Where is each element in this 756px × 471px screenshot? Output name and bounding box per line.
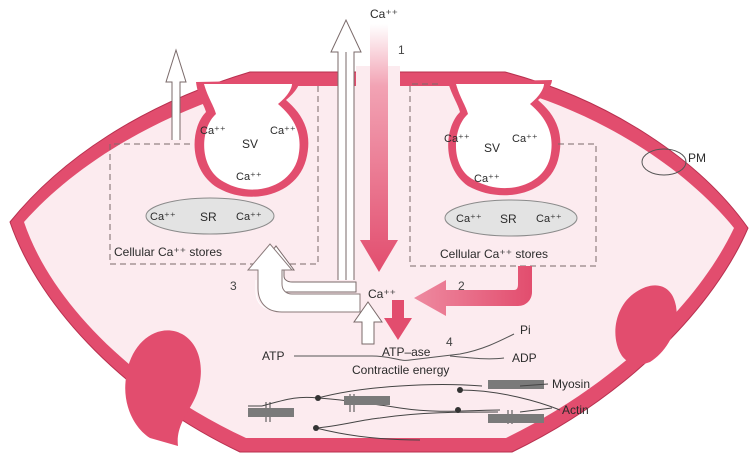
myosin-filament-1 (248, 408, 294, 417)
contractile-energy-label: Contractile energy (352, 363, 449, 377)
right-sv-label: SV (484, 141, 500, 155)
actin-myosin-filaments (248, 380, 561, 441)
actin-label: Actin (562, 403, 589, 417)
store-release-arrow (414, 266, 532, 316)
left-sarcoplasmic-reticulum (145, 197, 275, 235)
left-sv-ca-1: Ca⁺⁺ (200, 125, 226, 137)
calcium-entry-label: Ca⁺⁺ (370, 7, 398, 21)
reuptake-arrow-body (246, 243, 361, 313)
step-2-label: 2 (458, 279, 465, 293)
right-sv-ca-3: Ca⁺⁺ (474, 173, 500, 185)
left-sv-ca-2: Ca⁺⁺ (270, 125, 296, 137)
right-sr-ca-2: Ca⁺⁺ (536, 213, 562, 225)
myosin-filament-2 (344, 396, 390, 405)
left-stores-label: Cellular Ca⁺⁺ stores (114, 245, 222, 259)
central-calcium-label: Ca⁺⁺ (368, 287, 396, 301)
dense-point-1 (315, 395, 321, 401)
left-sv-ca-3: Ca⁺⁺ (236, 171, 262, 183)
left-dense-body (125, 330, 201, 446)
right-sr-ca-1: Ca⁺⁺ (456, 213, 482, 225)
efflux-arrow-center (330, 18, 362, 280)
right-sv-ca-1: Ca⁺⁺ (444, 133, 470, 145)
left-surface-vesicle (194, 80, 309, 197)
right-stores-box (409, 83, 597, 267)
right-sv-ca-2: Ca⁺⁺ (512, 133, 538, 145)
contraction-white-arrow (353, 301, 383, 345)
right-surface-vesicle (448, 80, 561, 196)
calcium-influx-arrow (360, 24, 398, 272)
left-stores-box (109, 86, 319, 265)
right-stores-label: Cellular Ca⁺⁺ stores (440, 247, 548, 261)
step-4-label: 4 (446, 335, 453, 349)
right-sr-label: SR (500, 212, 517, 226)
efflux-arrow-left (165, 48, 187, 140)
contraction-red-arrow (384, 300, 412, 340)
myosin-filament-4 (488, 414, 544, 423)
myosin-filament-3 (488, 380, 544, 389)
atpase-label: ATP–ase (382, 345, 431, 359)
adp-label: ADP (512, 351, 537, 365)
step-1-label: 1 (398, 43, 405, 57)
dense-point-3 (457, 387, 463, 393)
right-dense-body (615, 285, 677, 365)
left-sr-label: SR (200, 210, 217, 224)
dense-point-2 (313, 425, 319, 431)
step-3-label: 3 (230, 279, 237, 293)
atp-reaction (294, 333, 515, 361)
right-sarcoplasmic-reticulum (444, 199, 578, 237)
dense-point-4 (455, 407, 461, 413)
pm-marker-circle (641, 148, 687, 176)
left-sr-ca-1: Ca⁺⁺ (150, 211, 176, 223)
left-sr-ca-2: Ca⁺⁺ (236, 211, 262, 223)
pm-label: PM (688, 151, 706, 165)
left-sv-label: SV (242, 137, 258, 151)
atp-label: ATP (262, 349, 284, 363)
pi-label: Pi (520, 323, 531, 337)
myosin-label: Myosin (552, 377, 590, 391)
